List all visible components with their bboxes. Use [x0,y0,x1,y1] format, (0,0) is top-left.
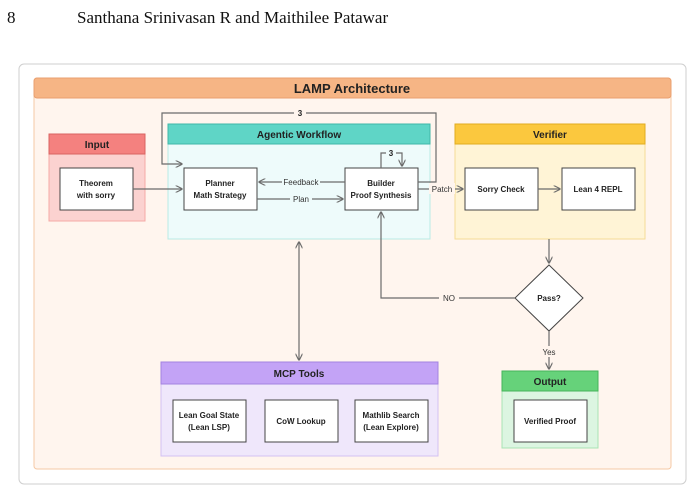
builder-label-2: Proof Synthesis [351,191,412,200]
mathlib-label-2: (Lean Explore) [363,423,419,432]
goal-state-node [172,399,247,443]
author-line: Santhana Srinivasan R and Maithilee Pata… [77,8,389,27]
output-title-bar [501,370,599,392]
output-title: Output [534,377,567,388]
pass-label: Pass? [537,294,561,303]
agentic-title-bar [167,123,431,145]
theorem-node [59,167,134,211]
arrow-no-to-builder [381,212,515,299]
self-loop-count: 3 [389,149,394,158]
page-number: 8 [7,8,16,27]
input-title: Input [85,140,110,151]
yes-label: Yes [542,348,555,357]
verifier-title-bar [454,123,646,145]
plan-label: Plan [293,195,309,204]
mcp-title-bar [160,361,439,385]
builder-node [344,167,419,211]
verified-proof-node [513,399,588,443]
verifier-title: Verifier [533,130,567,141]
input-title-bar [48,133,146,155]
mathlib-label-1: Mathlib Search [363,411,420,420]
diagram-title: LAMP Architecture [294,81,410,96]
sorry-check-label: Sorry Check [477,185,525,194]
theorem-label-1: Theorem [79,179,113,188]
planner-label-2: Math Strategy [194,191,247,200]
outer-loop-count: 3 [298,109,303,118]
goal-state-label-2: (Lean LSP) [188,423,230,432]
agentic-title: Agentic Workflow [257,130,341,141]
planner-node [183,167,258,211]
patch-label: Patch [432,185,452,194]
verified-proof-label: Verified Proof [524,417,576,426]
lean-repl-node [561,167,636,211]
lean-repl-label: Lean 4 REPL [574,185,623,194]
goal-state-label-1: Lean Goal State [179,411,240,420]
title-bar [33,77,672,99]
cow-lookup-node [264,399,339,443]
cow-lookup-label: CoW Lookup [276,417,325,426]
no-label: NO [443,294,455,303]
mcp-title: MCP Tools [274,369,325,380]
feedback-label: Feedback [283,178,319,187]
planner-label-1: Planner [205,179,234,188]
builder-label-1: Builder [367,179,395,188]
theorem-label-2: with sorry [76,191,116,200]
mathlib-node [354,399,429,443]
